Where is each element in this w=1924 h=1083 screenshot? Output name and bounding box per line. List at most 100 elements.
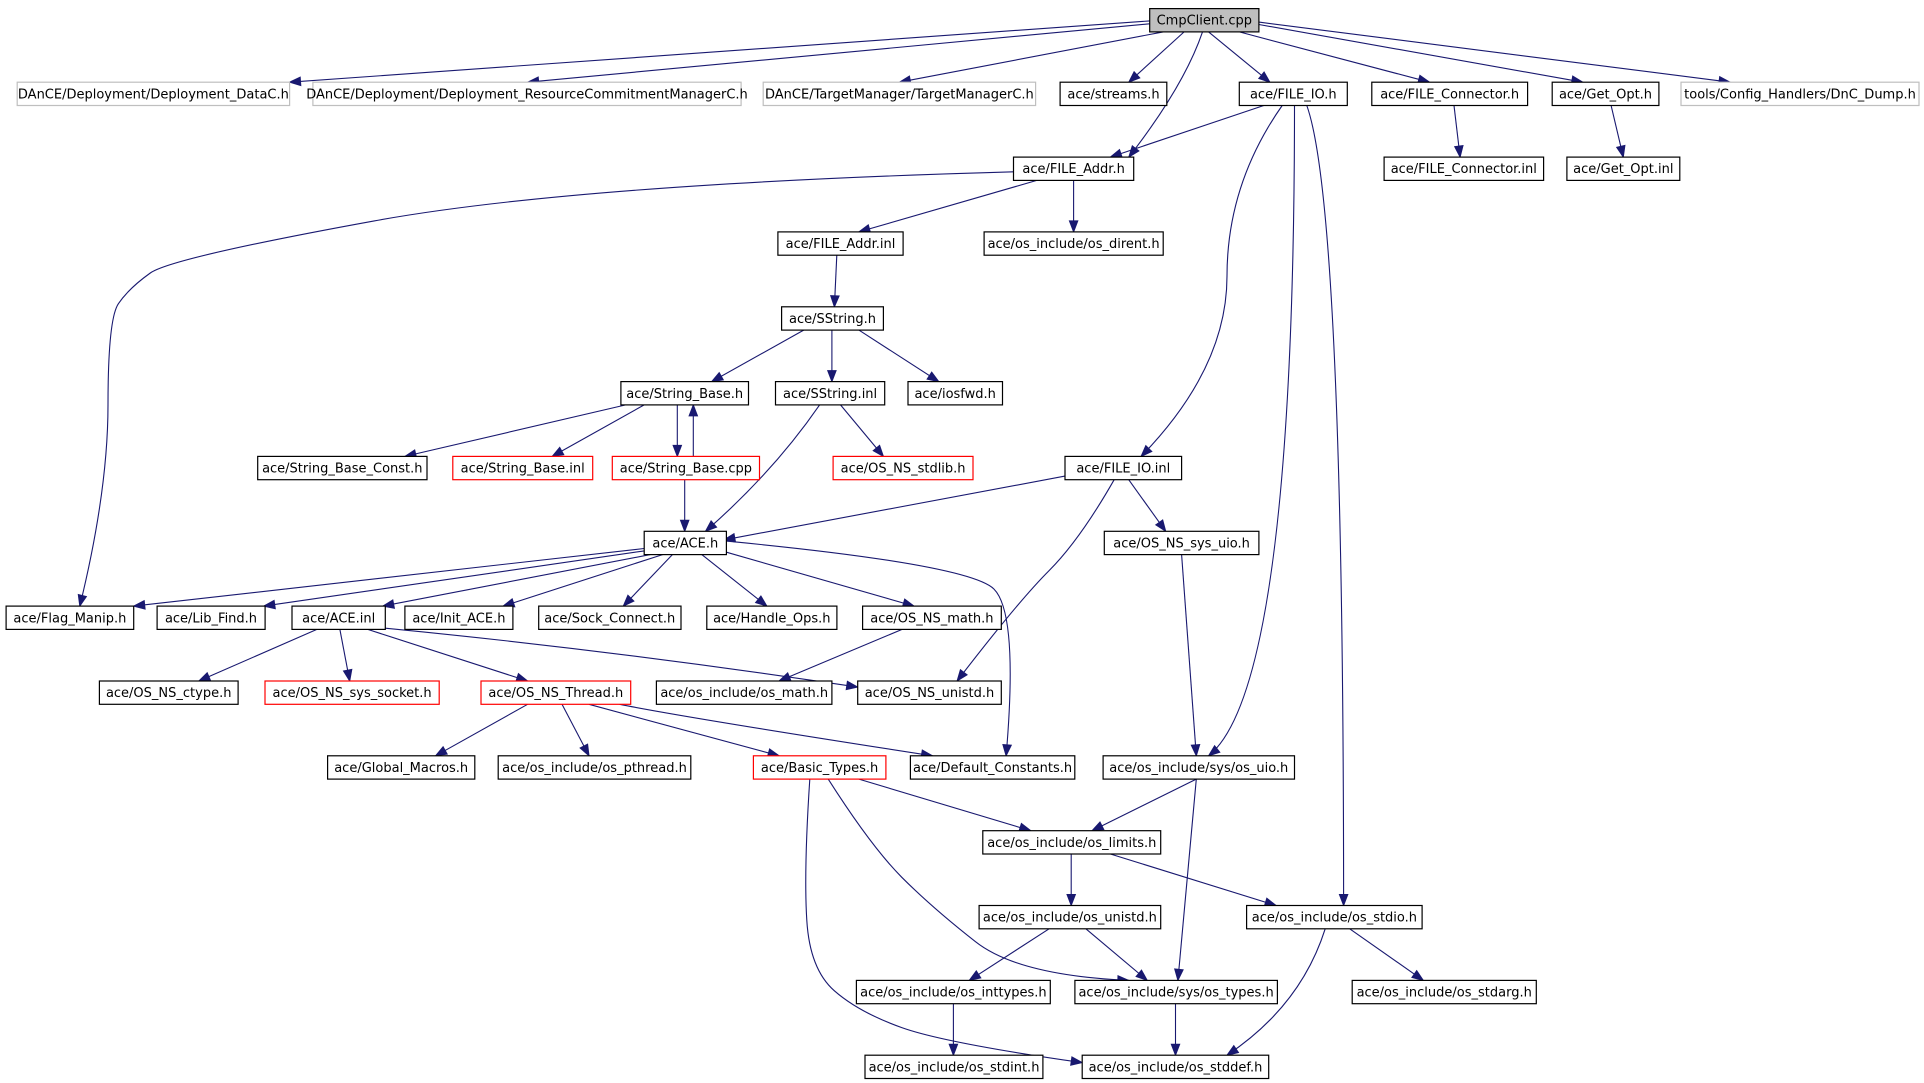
edge-line (622, 554, 673, 607)
node-ace-file-addr-inl[interactable]: ace/FILE_Addr.inl (777, 231, 904, 256)
edge-n43-to-n45 (968, 928, 1050, 982)
node-tools-config-handlers-dnc-dump-h[interactable]: tools/Config_Handlers/DnC_Dump.h (1680, 81, 1920, 107)
node-ace-streams-h[interactable]: ace/streams.h (1059, 81, 1168, 107)
node-ace-global-macros-h[interactable]: ace/Global_Macros.h (327, 755, 476, 780)
node-ace-os-ns-sys-socket-h[interactable]: ace/OS_NS_sys_socket.h (264, 680, 440, 705)
node-label: ace/Handle_Ops.h (713, 611, 830, 626)
node-ace-basic-types-h[interactable]: ace/Basic_Types.h (752, 755, 887, 780)
node-ace-os-include-sys-os-uio-h[interactable]: ace/os_include/sys/os_uio.h (1102, 755, 1296, 780)
edge-n23-to-n26 (262, 550, 645, 610)
edge-line (1085, 928, 1148, 981)
arrowhead-icon (1068, 220, 1079, 234)
node-ace-os-ns-ctype-h[interactable]: ace/OS_NS_ctype.h (98, 680, 239, 705)
edge-n31-to-n35 (777, 628, 903, 682)
node-label: ace/String_Base.cpp (620, 462, 752, 477)
node-ace-sock-connect-h[interactable]: ace/Sock_Connect.h (538, 605, 682, 630)
node-ace-default-constants-h[interactable]: ace/Default_Constants.h (909, 755, 1076, 780)
node-ace-os-ns-stdlib-h[interactable]: ace/OS_NS_stdlib.h (832, 455, 974, 481)
node-box (452, 455, 594, 481)
arrowhead-icon (1411, 969, 1425, 982)
node-label: ace/FILE_Addr.h (1022, 162, 1124, 177)
arrowhead-icon (1207, 744, 1221, 757)
node-ace-os-include-os-inttypes-h[interactable]: ace/os_include/os_inttypes.h (855, 979, 1051, 1005)
edge-line (1128, 31, 1204, 158)
edge-line (385, 627, 858, 688)
node-ace-handle-ops-h[interactable]: ace/Handle_Ops.h (706, 605, 838, 630)
edge-line (1091, 778, 1197, 832)
arrowhead-icon (1257, 71, 1271, 84)
node-ace-get-opt-inl[interactable]: ace/Get_Opt.inl (1566, 156, 1681, 182)
edge-n5-to-n44 (1306, 105, 1349, 907)
node-ace-os-ns-unistd-h[interactable]: ace/OS_NS_unistd.h (857, 680, 1002, 705)
node-box (861, 605, 1002, 630)
node-box (480, 680, 632, 705)
node-box (156, 605, 266, 630)
node-ace-ace-h[interactable]: ace/ACE.h (643, 530, 728, 556)
edge-n5-to-n9 (1109, 104, 1264, 159)
node-box (1012, 156, 1135, 182)
node-box (1351, 979, 1537, 1005)
node-ace-string-base-h[interactable]: ace/String_Base.h (620, 381, 750, 406)
node-ace-iosfwd-h[interactable]: ace/iosfwd.h (907, 381, 1004, 406)
node-ace-os-include-os-stdio-h[interactable]: ace/os_include/os_stdio.h (1245, 904, 1423, 930)
node-label: ace/Lib_Find.h (165, 611, 257, 626)
node-ace-string-base-inl[interactable]: ace/String_Base.inl (452, 455, 594, 481)
node-ace-string-base-const-h[interactable]: ace/String_Base_Const.h (257, 455, 428, 481)
edge-line (263, 550, 645, 607)
edge-n27-to-n36 (385, 627, 860, 691)
node-ace-flag-manip-h[interactable]: ace/Flag_Manip.h (5, 605, 135, 630)
node-ace-sstring-h[interactable]: ace/SString.h (780, 306, 884, 331)
node-box (1245, 904, 1423, 930)
node-ace-sstring-inl[interactable]: ace/SString.inl (774, 381, 886, 406)
node-ace-file-io-h[interactable]: ace/FILE_IO.h (1238, 81, 1348, 107)
node-ace-file-connector-inl[interactable]: ace/FILE_Connector.inl (1383, 156, 1545, 182)
edge-line (858, 778, 1031, 832)
node-ace-file-addr-h[interactable]: ace/FILE_Addr.h (1012, 156, 1135, 182)
node-ace-file-io-inl[interactable]: ace/FILE_IO.inl (1064, 455, 1183, 481)
node-ace-file-connector-h[interactable]: ace/FILE_Connector.h (1371, 81, 1529, 107)
arrowhead-icon (1070, 1056, 1084, 1066)
node-dance-deployment-deployment-resourcecommitmentmanagerc-h[interactable]: DAnCE/Deployment/Deployment_ResourceComm… (306, 81, 748, 107)
node-ace-lib-find-h[interactable]: ace/Lib_Find.h (156, 605, 266, 630)
edge-line (1258, 21, 1731, 83)
node-ace-get-opt-h[interactable]: ace/Get_Opt.h (1551, 81, 1660, 107)
edge-line (133, 547, 645, 607)
node-ace-os-ns-math-h[interactable]: ace/OS_NS_math.h (861, 605, 1002, 630)
node-ace-string-base-cpp[interactable]: ace/String_Base.cpp (611, 455, 761, 481)
root-node-cmpclient-cpp[interactable]: CmpClient.cpp (1149, 8, 1260, 33)
node-dance-targetmanager-targetmanagerc-h[interactable]: DAnCE/TargetManager/TargetManagerC.h (762, 81, 1037, 107)
node-ace-os-ns-thread-h[interactable]: ace/OS_NS_Thread.h (480, 680, 632, 705)
node-box (1074, 979, 1279, 1005)
node-ace-os-ns-sys-uio-h[interactable]: ace/OS_NS_sys_uio.h (1103, 530, 1260, 556)
node-ace-os-include-os-stdarg-h[interactable]: ace/os_include/os_stdarg.h (1351, 979, 1537, 1005)
node-ace-ace-inl[interactable]: ace/ACE.inl (291, 605, 386, 630)
node-ace-os-include-os-limits-h[interactable]: ace/os_include/os_limits.h (982, 830, 1162, 855)
node-box (983, 231, 1164, 256)
arrowhead-icon (926, 371, 940, 383)
node-dance-deployment-deployment-datac-h[interactable]: DAnCE/Deployment/Deployment_DataC.h (16, 81, 291, 107)
node-label: ace/streams.h (1067, 87, 1159, 102)
edge-line (619, 703, 933, 757)
node-box (982, 830, 1162, 855)
edge-line (79, 171, 1014, 607)
node-box (1149, 8, 1260, 33)
arrowhead-icon (1140, 444, 1153, 458)
node-ace-os-include-os-math-h[interactable]: ace/os_include/os_math.h (655, 680, 833, 705)
edge-line (723, 475, 1066, 541)
edge-n23-to-n28 (501, 554, 663, 608)
node-ace-os-include-os-pthread-h[interactable]: ace/os_include/os_pthread.h (497, 755, 692, 780)
node-box (909, 755, 1076, 780)
node-box (832, 455, 974, 481)
edge-n14-to-n17 (858, 329, 940, 383)
node-ace-os-include-os-unistd-h[interactable]: ace/os_include/os_unistd.h (978, 904, 1162, 930)
node-ace-os-include-os-stdint-h[interactable]: ace/os_include/os_stdint.h (864, 1054, 1044, 1080)
node-ace-os-include-os-dirent-h[interactable]: ace/os_include/os_dirent.h (983, 231, 1164, 256)
arrowhead-icon (1154, 519, 1167, 533)
node-label: ace/OS_NS_sys_socket.h (273, 686, 432, 701)
node-ace-init-ace-h[interactable]: ace/Init_ACE.h (404, 605, 514, 630)
edge-n22-to-n36 (956, 479, 1115, 683)
node-ace-os-include-os-stddef-h[interactable]: ace/os_include/os_stddef.h (1081, 1054, 1270, 1080)
arrowhead-icon (956, 668, 968, 683)
node-ace-os-include-sys-os-types-h[interactable]: ace/os_include/sys/os_types.h (1074, 979, 1279, 1005)
